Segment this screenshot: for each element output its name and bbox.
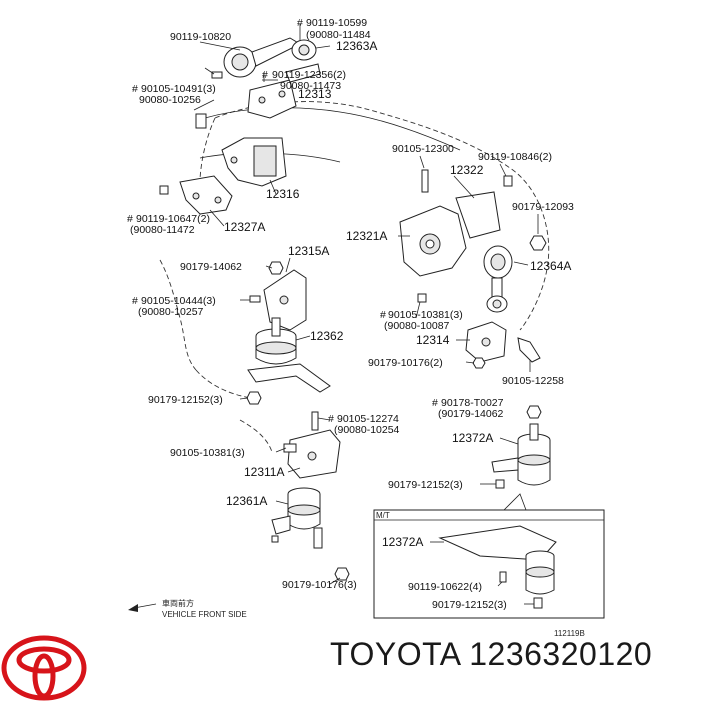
label-12314: 12314 (416, 333, 450, 347)
part-12362 (246, 317, 331, 405)
label-90179-12152: 90179-12152(3) (432, 599, 507, 611)
leader-lines (193, 41, 539, 605)
front-label-en: VEHICLE FRONT SIDE (162, 610, 247, 619)
label-90105-12300: 90105-12300 (392, 143, 454, 155)
label-hash: # (432, 397, 438, 409)
label-12372A: 12372A (382, 535, 423, 549)
label-90080-10256: 90080-10256 (139, 94, 201, 106)
arrow-left-icon (128, 604, 138, 612)
label-90119-10622: 90119-10622(4) (408, 581, 482, 593)
figure-id: 112119B (554, 629, 585, 638)
label-12364A: 12364A (530, 259, 571, 273)
label-90105-10381: 90105-10381(3) (170, 447, 245, 459)
part-12363A (204, 24, 317, 79)
label-hash: # (132, 295, 138, 307)
part-12372A-upper (491, 405, 551, 489)
part-12314 (417, 293, 541, 369)
part-12313 (195, 63, 321, 129)
part-labels: # 90119-10599 (90080-11484 90119-10820 1… (127, 17, 574, 611)
label-90119-10846: 90119-10846(2) (478, 151, 552, 163)
part-12316 (221, 137, 287, 187)
label-90105-10444: 90105-10444(3) (141, 295, 216, 307)
label-hash: # (380, 309, 386, 321)
label-12363A: 12363A (336, 39, 377, 53)
label-12316: 12316 (266, 187, 300, 201)
label-hash: # (328, 413, 334, 425)
label-12327A: 12327A (224, 220, 265, 234)
part-12315A (249, 261, 307, 331)
label-12313: 12313 (298, 87, 332, 101)
label-hash: # (127, 213, 133, 225)
label-90179-14062: 90179-14062 (180, 261, 242, 273)
label-90119-12356: 90119-12356(2) (272, 69, 346, 81)
label-12322: 12322 (450, 163, 484, 177)
mt-box (373, 493, 605, 619)
part-number: 1236320120 (469, 636, 653, 672)
label-hash: # (132, 83, 138, 95)
label-12315A: 12315A (288, 244, 329, 258)
part-12321A (399, 169, 547, 277)
label-90080-11472: (90080-11472 (130, 224, 195, 236)
label-90119-10820: 90119-10820 (170, 31, 231, 43)
label-90080-10254: (90080-10254 (334, 424, 400, 436)
label-90105-10491: 90105-10491(3) (141, 83, 216, 95)
label-90179-10176: 90179-10176(3) (282, 579, 357, 591)
vehicle-front-indicator: 車両前方 VEHICLE FRONT SIDE (128, 598, 247, 619)
label-90080-10087: (90080-10087 (384, 320, 450, 332)
label-90080-11484: (90080-11484 (306, 29, 371, 41)
label-90179-14062: (90179-14062 (438, 408, 504, 420)
part-12364A (483, 245, 513, 313)
label-90179-12093: 90179-12093 (512, 201, 574, 213)
part-12311A (283, 411, 341, 479)
label-12361A: 12361A (226, 494, 267, 508)
brand-name: TOYOTA (330, 636, 460, 672)
part-12327A (159, 175, 233, 215)
label-90105-12274: 90105-12274 (337, 413, 399, 425)
label-90179-12152: 90179-12152(3) (388, 479, 463, 491)
label-90105-12258: 90105-12258 (502, 375, 564, 387)
label-90179-12152: 90179-12152(3) (148, 394, 223, 406)
label-90105-10381: 90105-10381(3) (388, 309, 463, 321)
label-hash: # (297, 17, 303, 29)
label-90119-10647: 90119-10647(2) (136, 213, 210, 225)
label-90119-10599: 90119-10599 (306, 17, 367, 29)
label-12311A: 12311A (244, 465, 284, 479)
label-mt: M/T (376, 511, 390, 520)
brand-part-number: TOYOTA 1236320120 (330, 636, 652, 673)
toyota-logo-icon (1, 635, 87, 701)
part-12361A (271, 487, 350, 581)
label-12321A: 12321A (346, 229, 387, 243)
label-90179-10176: 90179-10176(2) (368, 357, 443, 369)
label-90080-10257: (90080-10257 (138, 306, 204, 318)
label-hash: # (262, 69, 268, 81)
front-label-jp: 車両前方 (162, 598, 194, 608)
label-12362: 12362 (310, 329, 344, 343)
label-90178-T0027: 90178-T0027 (441, 397, 504, 409)
label-90080-11473: 90080-11473 (280, 80, 341, 92)
label-12372A: 12372A (452, 431, 493, 445)
